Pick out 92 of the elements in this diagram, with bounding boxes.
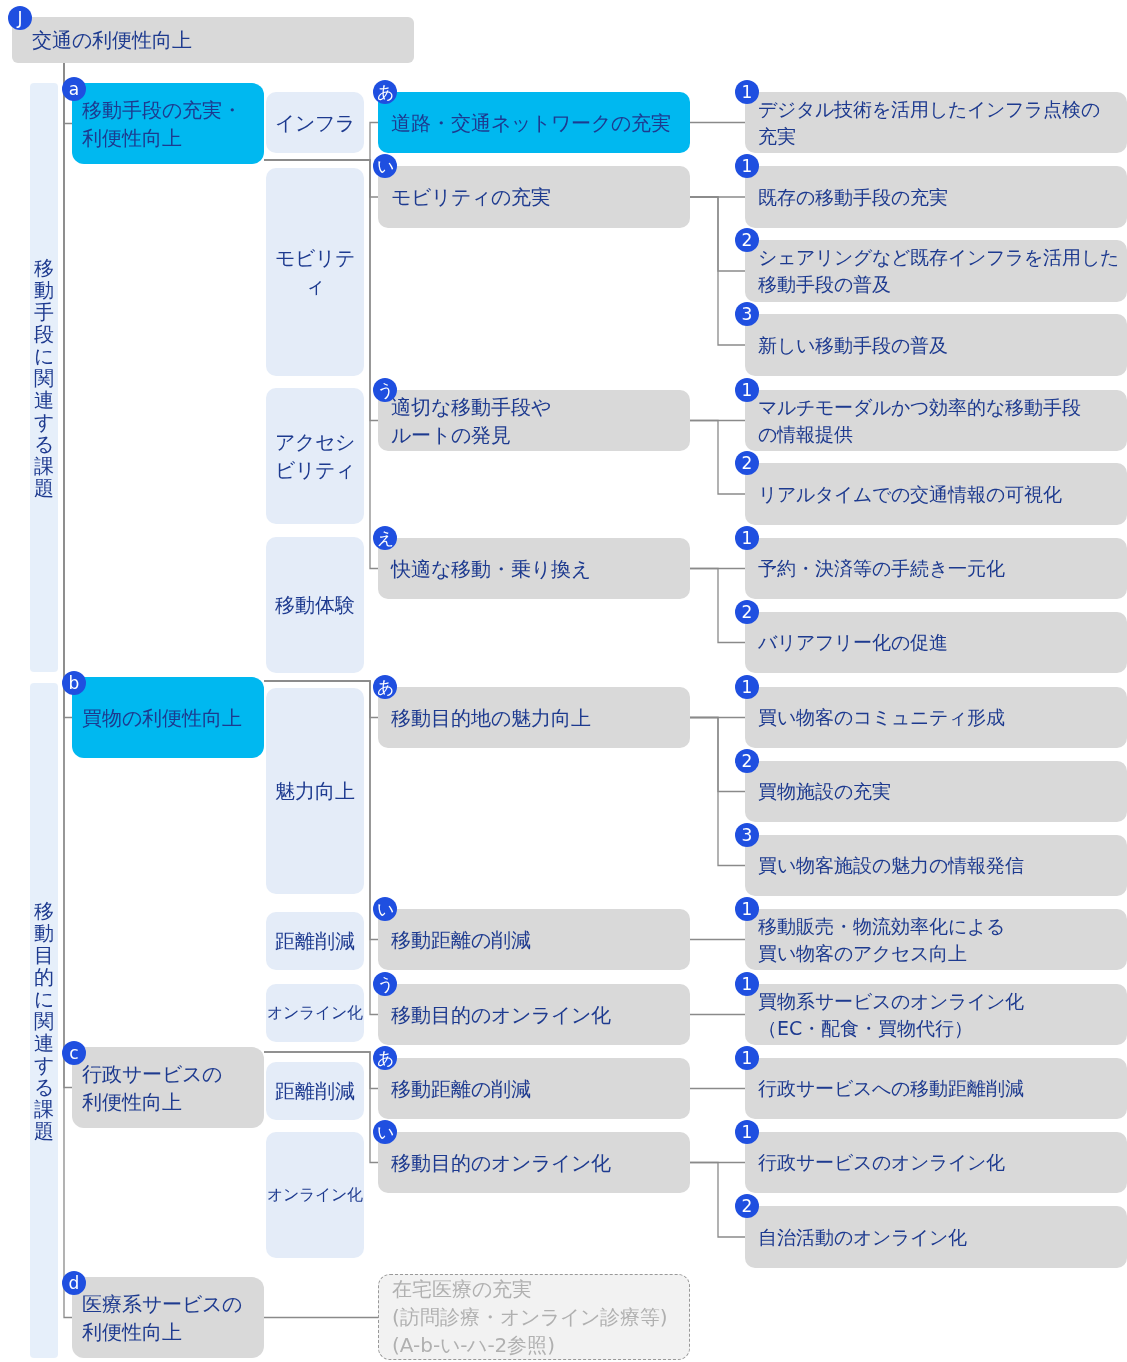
index-marker: う <box>373 972 397 996</box>
index-marker: あ <box>373 1046 397 1070</box>
category-box <box>266 1132 364 1258</box>
index-marker: 1 <box>735 1120 759 1144</box>
node-text: 買物系サービスのオンライン化（EC・配食・買物代行） <box>758 988 1025 1041</box>
node-text: 新しい移動手段の普及 <box>758 332 949 358</box>
index-marker: 1 <box>735 526 759 550</box>
node-text: 移動距離の削減 <box>391 926 532 954</box>
node-text: 移動販売・物流効率化による買い物客のアクセス向上 <box>758 913 1006 966</box>
node-text: 買物施設の充実 <box>758 779 892 805</box>
node-text: シェアリングなど既存インフラを活用した移動手段の普及 <box>758 245 1120 297</box>
node-text: 快適な移動・乗り換え <box>391 555 592 583</box>
category-band <box>30 83 58 672</box>
node-text: (A-b-い-ハ-2参照) <box>392 1332 557 1359</box>
node-text: 買い物客のコミュニティ形成 <box>758 705 1006 731</box>
connector <box>689 196 746 346</box>
node-text: 既存の移動手段の充実 <box>758 184 949 210</box>
index-marker: 2 <box>735 600 759 624</box>
node-text: 移動距離の削減 <box>391 1075 532 1103</box>
node-text: 移動目的のオンライン化 <box>391 1001 612 1029</box>
category-box <box>266 388 364 524</box>
node-text: 買い物客施設の魅力の情報発信 <box>758 853 1025 879</box>
category-band <box>30 683 58 1358</box>
node-text: 行政サービスへの移動距離削減 <box>758 1076 1025 1102</box>
node-text: リアルタイムでの交通情報の可視化 <box>758 481 1063 507</box>
node-text: アクセシビリティ <box>274 429 356 484</box>
node-text: オンライン化 <box>267 1001 363 1024</box>
category-box <box>266 537 364 673</box>
node-text: バリアフリー化の促進 <box>758 630 949 656</box>
index-marker: い <box>373 154 397 178</box>
node-text: 行政サービスのオンライン化 <box>758 1150 1006 1176</box>
node-text: モビリティの充実 <box>391 184 552 211</box>
category-box <box>266 912 364 970</box>
index-marker: 1 <box>735 675 759 699</box>
reference-box <box>378 1274 690 1360</box>
node-text: 買物の利便性向上 <box>82 704 243 732</box>
index-marker: 2 <box>735 749 759 773</box>
node-text: (訪問診療・オンライン診療等) <box>392 1304 669 1331</box>
connector <box>689 121 746 124</box>
node-text: 移動目的地の魅力向上 <box>391 704 592 732</box>
category-box <box>266 92 364 153</box>
connector <box>263 1051 379 1164</box>
node-text: 自治活動のオンライン化 <box>758 1224 968 1250</box>
node-text: インフラ <box>275 109 355 137</box>
node-text: 魅力向上 <box>275 778 355 805</box>
index-marker: J <box>8 6 32 30</box>
index-marker: い <box>373 1120 397 1144</box>
node-text: 予約・決済等の手続き一元化 <box>758 556 1006 582</box>
index-marker: 1 <box>735 378 759 402</box>
index-marker: 1 <box>735 80 759 104</box>
index-marker: あ <box>373 675 397 699</box>
node-text: 距離削減 <box>275 928 355 955</box>
node-text: 道路・交通ネットワークの充実 <box>391 109 672 137</box>
index-marker: 2 <box>735 228 759 252</box>
node-text: 交通の利便性向上 <box>32 27 193 54</box>
index-marker: a <box>62 77 86 101</box>
index-marker: 3 <box>735 302 759 326</box>
node-text: 移動体験 <box>275 592 355 619</box>
node-text: オンライン化 <box>267 1183 363 1206</box>
connector <box>263 1316 379 1319</box>
index-marker: 1 <box>735 1046 759 1070</box>
index-marker: 2 <box>735 451 759 475</box>
band-text: 移動目的に関連する課題 <box>34 899 54 1142</box>
connector <box>689 567 746 644</box>
index-marker: d <box>62 1271 86 1295</box>
index-marker: い <box>373 897 397 921</box>
connector <box>689 716 746 867</box>
index-marker: 3 <box>735 823 759 847</box>
category-box <box>266 168 364 376</box>
index-marker: 2 <box>735 1194 759 1218</box>
category-box <box>266 984 364 1042</box>
index-marker: え <box>373 526 397 550</box>
category-box <box>266 688 364 894</box>
node-text: 距離削減 <box>275 1078 355 1105</box>
node-text: 移動目的のオンライン化 <box>391 1149 612 1177</box>
index-marker: 1 <box>735 154 759 178</box>
index-marker: あ <box>373 80 397 104</box>
connector <box>689 938 746 941</box>
band-text: 移動手段に関連する課題 <box>34 256 54 499</box>
connector <box>689 419 746 495</box>
connector <box>689 1161 746 1238</box>
node-text: マルチモーダルかつ効率的な移動手段の情報提供 <box>758 394 1082 447</box>
connector <box>689 1013 746 1016</box>
node-text: モビリティ <box>274 245 356 300</box>
index-marker: c <box>62 1041 86 1065</box>
category-box <box>266 1062 364 1120</box>
connector <box>689 1087 746 1090</box>
index-marker: b <box>62 671 86 695</box>
node-text: デジタル技術を活用したインフラ点検の充実 <box>758 96 1101 149</box>
index-marker: 1 <box>735 897 759 921</box>
index-marker: 1 <box>735 972 759 996</box>
node-text: 在宅医療の充実 <box>392 1276 533 1303</box>
